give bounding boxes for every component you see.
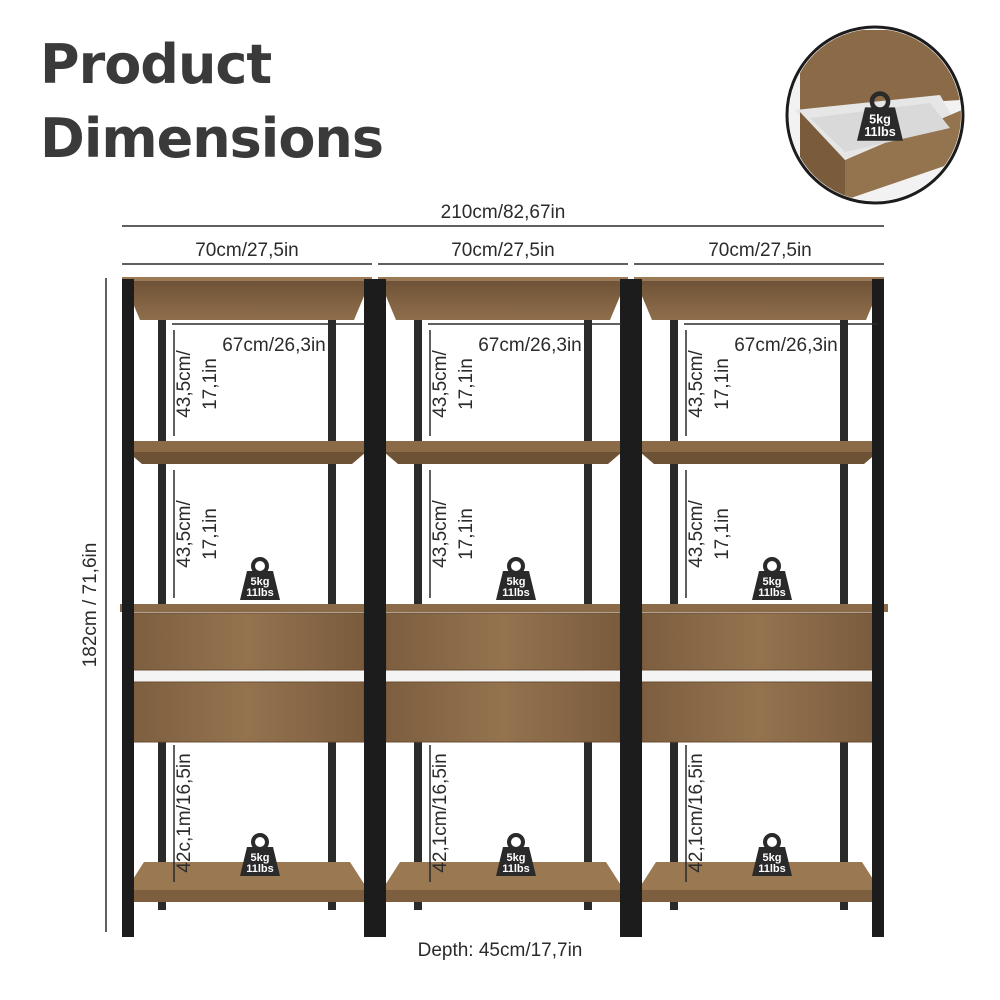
- bottom-gap-label: 42,1cm/16,5in: [430, 753, 451, 872]
- shelf-gap-label-a: 43,5cm/: [174, 499, 195, 567]
- shelf-gap-label-b: 17,1in: [200, 508, 221, 560]
- height-dimension: 182cm / 71,6in: [80, 278, 107, 932]
- inner-width-label: 67cm/26,3in: [478, 335, 582, 356]
- weight-kg: 5kg: [507, 576, 526, 588]
- drawer-lower[interactable]: [129, 681, 365, 743]
- shelf-module-1: 67cm/26,3in43,5cm/17,1in43,5cm/17,1in42c…: [120, 277, 376, 937]
- bottom-gap-label: 42c,1m/16,5in: [174, 753, 195, 872]
- total-width-label: 210cm/82,67in: [441, 202, 566, 223]
- shelf-gap-label-a: 43,5cm/: [686, 349, 707, 417]
- shelf-gap-label-b: 17,1in: [712, 508, 733, 560]
- weight-kg: 5kg: [251, 852, 270, 864]
- shelf-gap-label-b: 17,1in: [712, 358, 733, 410]
- drawer-upper[interactable]: [385, 612, 621, 671]
- title-line-1: Product: [40, 33, 272, 96]
- shelf-module-3: 67cm/26,3in43,5cm/17,1in43,5cm/17,1in42,…: [630, 277, 888, 937]
- inset-weight-kg: 5kg: [869, 112, 891, 126]
- module-width-label-1: 70cm/27,5in: [195, 240, 299, 261]
- inner-width-label: 67cm/26,3in: [222, 335, 326, 356]
- shelf-gap-label-a: 43,5cm/: [174, 349, 195, 417]
- weight-lbs: 11lbs: [758, 863, 786, 875]
- shelf-gap-label-b: 17,1in: [456, 508, 477, 560]
- module-width-label-2: 70cm/27,5in: [451, 240, 555, 261]
- weight-lbs: 11lbs: [246, 863, 274, 875]
- shelf-gap-label-b: 17,1in: [456, 358, 477, 410]
- weight-kg: 5kg: [251, 576, 270, 588]
- height-label: 182cm / 71,6in: [80, 543, 101, 668]
- module-width-label-3: 70cm/27,5in: [708, 240, 812, 261]
- drawer-lower[interactable]: [385, 681, 621, 743]
- weight-lbs: 11lbs: [758, 587, 786, 599]
- weight-lbs: 11lbs: [502, 587, 530, 599]
- weight-kg: 5kg: [763, 576, 782, 588]
- inner-width-label: 67cm/26,3in: [734, 335, 838, 356]
- module-width-dimensions: 70cm/27,5in 70cm/27,5in 70cm/27,5in: [122, 240, 884, 265]
- depth-label: Depth: 45cm/17,7in: [417, 940, 583, 961]
- total-width-dimension: 210cm/82,67in: [122, 202, 884, 227]
- shelf-gap-label-a: 43,5cm/: [430, 499, 451, 567]
- shelf-gap-label-b: 17,1in: [200, 358, 221, 410]
- title-line-2: Dimensions: [40, 107, 384, 170]
- weight-kg: 5kg: [763, 852, 782, 864]
- bottom-gap-label: 42,1cm/16,5in: [686, 753, 707, 872]
- drawer-lower[interactable]: [641, 681, 877, 743]
- inset-weight-lbs: 11lbs: [864, 125, 896, 139]
- weight-lbs: 11lbs: [502, 863, 530, 875]
- weight-lbs: 11lbs: [246, 587, 274, 599]
- shelf-gap-label-a: 43,5cm/: [430, 349, 451, 417]
- drawer-upper[interactable]: [129, 612, 365, 671]
- page-title: Product Dimensions: [40, 28, 384, 176]
- weight-kg: 5kg: [507, 852, 526, 864]
- shelf-gap-label-a: 43,5cm/: [686, 499, 707, 567]
- shelf-module-2: 67cm/26,3in43,5cm/17,1in43,5cm/17,1in42,…: [374, 277, 632, 937]
- drawer-inset: 5kg 11lbs: [785, 25, 965, 205]
- shelf-modules: 67cm/26,3in43,5cm/17,1in43,5cm/17,1in42c…: [120, 277, 888, 937]
- drawer-upper[interactable]: [641, 612, 877, 671]
